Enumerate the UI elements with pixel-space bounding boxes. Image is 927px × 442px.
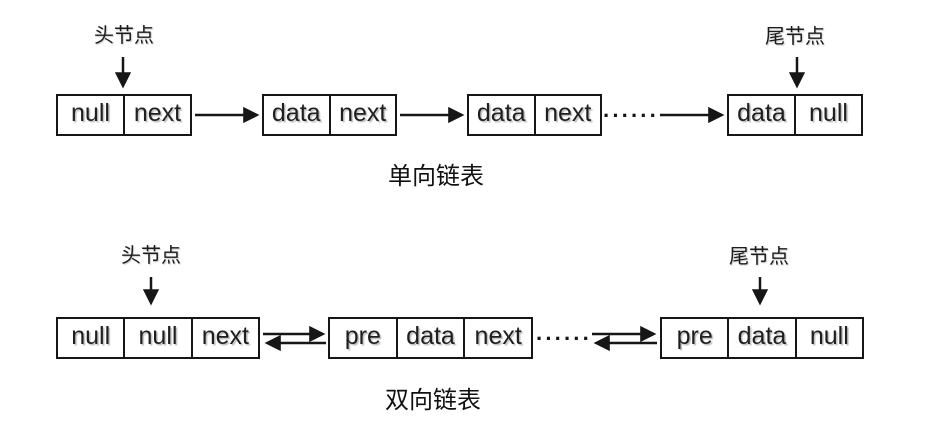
node-cell: null — [125, 319, 193, 357]
node-cell: pre — [662, 319, 730, 357]
singly-list-caption: 单向链表 — [388, 163, 484, 190]
node-cell: null — [58, 319, 126, 357]
node-cell: null — [58, 96, 125, 134]
node-cell: pre — [330, 319, 398, 357]
ellipsis-dots: ······ — [536, 326, 592, 351]
node-cell: data — [398, 319, 466, 357]
doubly-tail-node-label: 尾节点 — [729, 246, 789, 268]
singly-head-node-label: 头节点 — [94, 25, 154, 47]
node-cell: next — [339, 99, 387, 127]
node-cell: next — [133, 99, 182, 127]
singly-node-tail: data null — [727, 94, 863, 136]
singly-node: data next — [467, 94, 602, 136]
node-cell: next — [474, 322, 522, 350]
doubly-node: pre data next — [328, 317, 533, 359]
singly-tail-node-label: 尾节点 — [765, 26, 825, 48]
node-cell: null — [809, 322, 849, 350]
doubly-list-caption: 双向链表 — [385, 387, 481, 414]
node-cell: data — [729, 319, 797, 357]
node-cell: next — [544, 99, 592, 127]
node-cell: data — [264, 96, 331, 134]
node-cell: data — [729, 96, 796, 134]
singly-node: data next — [262, 94, 397, 136]
doubly-head-node-label: 头节点 — [121, 245, 181, 267]
singly-node-head: null next — [56, 94, 192, 136]
node-cell: null — [809, 99, 848, 127]
node-cell: next — [201, 322, 249, 350]
doubly-node-tail: pre data null — [660, 317, 864, 359]
node-cell: data — [469, 96, 536, 134]
doubly-node-head: null null next — [56, 317, 260, 359]
ellipsis-dots: ······ — [603, 103, 659, 128]
